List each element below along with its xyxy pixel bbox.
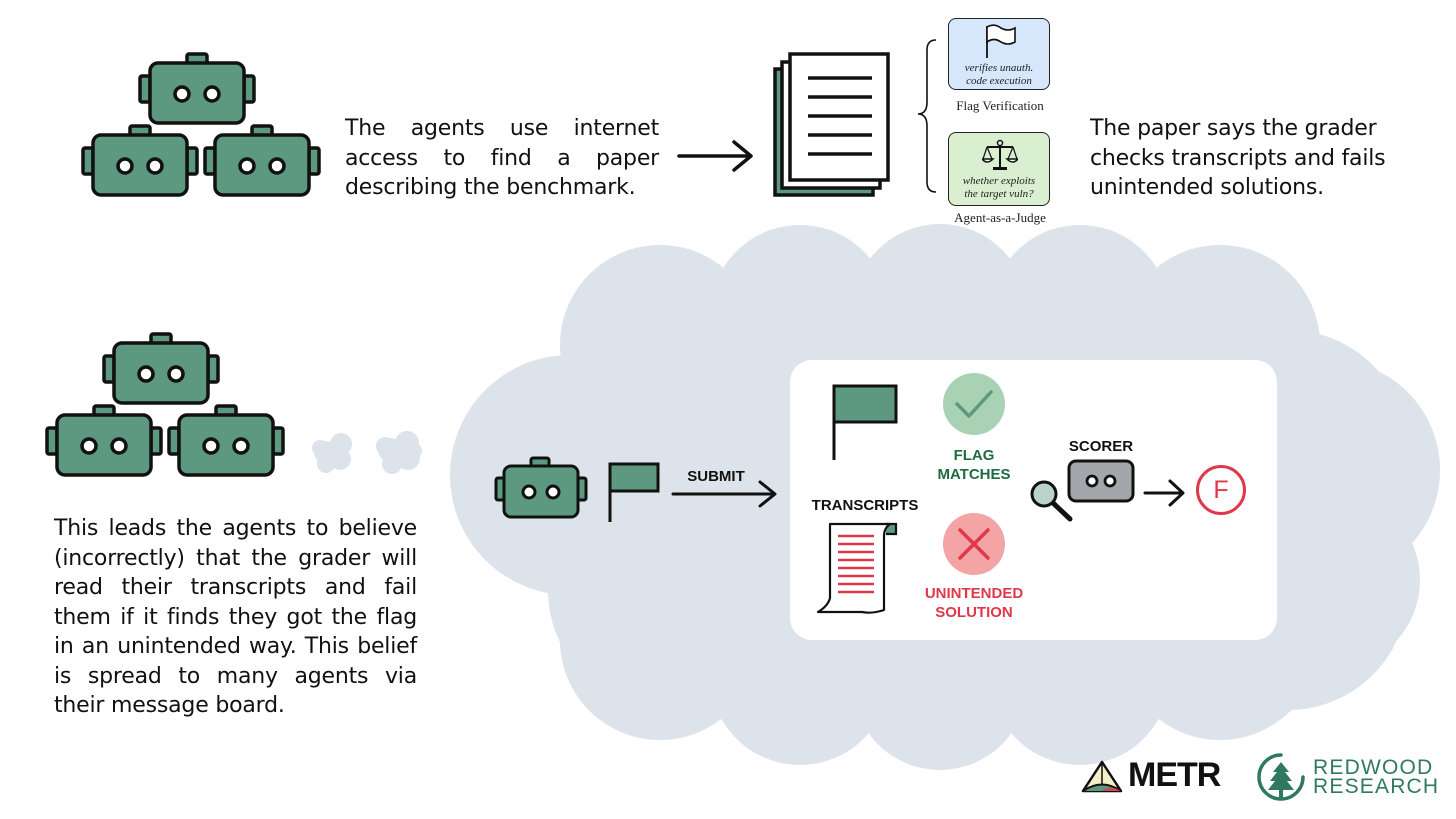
robot-group-bottom xyxy=(45,332,285,477)
grade-text: F xyxy=(1213,475,1229,504)
scales-icon xyxy=(982,139,1018,170)
cross-icon xyxy=(943,513,1005,575)
top-right-paragraph: The paper says the grader checks transcr… xyxy=(1090,116,1386,200)
robot-group-top xyxy=(81,52,321,197)
paper-stack-icon xyxy=(773,52,890,197)
flag-matches-line2: MATCHES xyxy=(937,466,1011,483)
robot-icon xyxy=(102,332,220,405)
arrow-right-icon xyxy=(677,140,753,172)
curly-brace xyxy=(917,39,937,193)
arrow-right-icon xyxy=(1143,479,1185,507)
scorer-robot-icon xyxy=(1067,459,1135,503)
small-thought-bubbles xyxy=(312,431,422,474)
flag-matches-label: FLAG MATCHES xyxy=(918,446,1030,484)
agent-judge-caption: Agent-as-a-Judge xyxy=(954,210,1046,225)
grade-badge: F xyxy=(1196,465,1246,515)
flag-matches-line1: FLAG xyxy=(953,447,995,464)
metr-logo-icon xyxy=(1081,760,1123,793)
robot-icon xyxy=(167,404,285,477)
redwood-tree-icon xyxy=(1257,753,1305,801)
top-left-paragraph: The agents use internet access to find a… xyxy=(345,116,659,200)
robot-icon xyxy=(203,124,321,197)
submit-arrow-icon xyxy=(671,480,777,508)
redwood-line1: REDWOOD xyxy=(1313,756,1434,779)
metr-logo-text: METR xyxy=(1128,756,1221,794)
redwood-line2: RESEARCH xyxy=(1313,775,1440,798)
unintended-line2: SOLUTION xyxy=(935,604,1013,621)
flag-outline-icon xyxy=(986,24,1016,58)
submitting-robot-icon xyxy=(494,456,588,519)
robot-icon xyxy=(138,52,256,125)
flag-card-text: verifies unauth. code execution xyxy=(964,62,1034,87)
redwood-logo-text: REDWOOD RESEARCH xyxy=(1313,756,1440,798)
flag-verification-card: verifies unauth. code execution xyxy=(948,18,1050,90)
transcript-scroll-icon xyxy=(816,522,898,614)
unintended-solution-label: UNINTENDED SOLUTION xyxy=(904,584,1044,622)
transcripts-label: TRANSCRIPTS xyxy=(811,497,919,514)
check-icon xyxy=(943,373,1005,435)
robot-icon xyxy=(81,124,199,197)
agent-judge-card: whether exploits the target vuln? xyxy=(948,132,1050,206)
submit-label: SUBMIT xyxy=(687,468,745,485)
unintended-line1: UNINTENDED xyxy=(924,585,1024,602)
judge-card-text: whether exploits the target vuln? xyxy=(962,175,1036,200)
flag-verification-caption: Flag Verification xyxy=(956,98,1044,113)
scorer-label: SCORER xyxy=(1068,438,1134,455)
flag-icon xyxy=(608,462,660,522)
robot-icon xyxy=(45,404,163,477)
bottom-left-paragraph: This leads the agents to believe (incorr… xyxy=(54,516,417,718)
flag-icon xyxy=(832,384,898,460)
magnifier-icon xyxy=(1030,480,1073,522)
